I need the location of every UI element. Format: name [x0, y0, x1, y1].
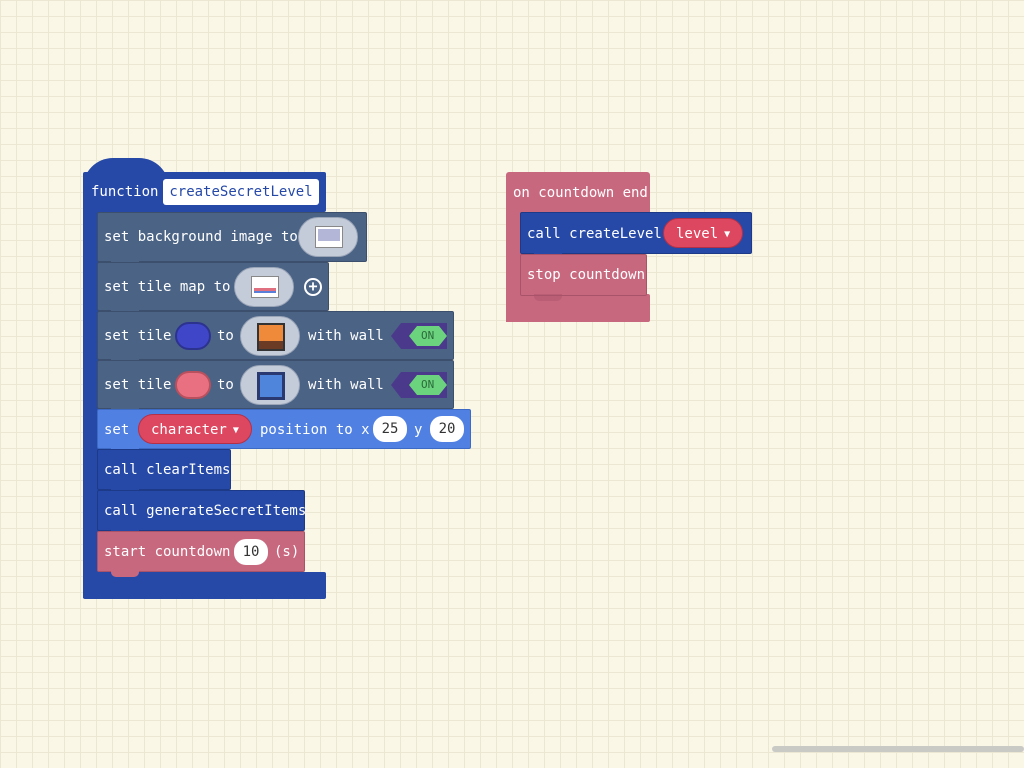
set-background-label: set background image to — [104, 229, 298, 245]
start-countdown-label: start countdown — [104, 544, 231, 560]
dropdown-caret-icon: ▼ — [724, 229, 731, 240]
set-label: set — [104, 422, 130, 438]
set-tile-pink-block[interactable]: set tile to with wall ON — [97, 360, 454, 409]
tile-color-blue[interactable] — [175, 322, 211, 350]
plus-circle-icon[interactable]: + — [304, 278, 322, 296]
function-header[interactable]: function createSecretLevel — [83, 172, 326, 212]
y-value-input[interactable]: 20 — [430, 416, 464, 442]
on-countdown-end-label: on countdown end — [513, 185, 648, 201]
wall-toggle-on[interactable]: ON — [391, 372, 447, 398]
countdown-seconds-input[interactable]: 10 — [234, 539, 268, 565]
event-header[interactable]: on countdown end — [506, 172, 650, 214]
orange-tile-image[interactable] — [240, 316, 300, 356]
set-tile-label: set tile — [104, 328, 172, 344]
function-keyword: function — [91, 184, 159, 200]
call-createLevel-label: call createLevel — [527, 226, 662, 242]
background-image-thumbnail[interactable] — [298, 217, 358, 257]
set-background-image-block[interactable]: set background image to — [97, 212, 367, 262]
function-name-field[interactable]: createSecretLevel — [163, 179, 319, 205]
seconds-unit-label: (s) — [274, 544, 300, 560]
set-tilemap-label: set tile map to — [104, 279, 231, 295]
tile-color-pink[interactable] — [175, 371, 211, 399]
call-clearItems-label: call clearItems — [104, 462, 231, 478]
set-tile-blue-block[interactable]: set tile to with wall ON — [97, 311, 454, 360]
call-clearItems-block[interactable]: call clearItems — [97, 449, 231, 490]
start-countdown-block[interactable]: start countdown 10 (s) — [97, 531, 305, 572]
with-wall-label: with wall — [308, 377, 384, 393]
function-spine — [83, 210, 99, 598]
call-generateSecretItems-block[interactable]: call generateSecretItems — [97, 490, 307, 531]
event-foot — [506, 294, 650, 322]
with-wall-label: with wall — [308, 328, 384, 344]
wall-toggle-on[interactable]: ON — [391, 323, 447, 349]
tilemap-thumbnail[interactable] — [234, 267, 294, 307]
call-createLevel-block[interactable]: call createLevel level▼ — [520, 212, 752, 254]
stop-countdown-block[interactable]: stop countdown — [520, 254, 647, 296]
set-tile-label: set tile — [104, 377, 172, 393]
stop-countdown-label: stop countdown — [527, 267, 646, 283]
x-value-input[interactable]: 25 — [373, 416, 407, 442]
y-label: y — [414, 422, 423, 438]
position-to-x-label: position to x — [260, 422, 370, 438]
set-tilemap-block[interactable]: set tile map to + — [97, 262, 329, 311]
character-variable-dropdown[interactable]: character▼ — [138, 414, 252, 444]
call-generateSecretItems-label: call generateSecretItems — [104, 503, 307, 519]
set-position-block[interactable]: set character▼ position to x 25 y 20 — [97, 409, 471, 449]
connector-notch — [534, 294, 562, 301]
workspace-horizontal-scrollbar[interactable] — [772, 746, 1024, 752]
to-label: to — [217, 328, 234, 344]
level-variable-dropdown[interactable]: level▼ — [663, 218, 744, 248]
dropdown-caret-icon: ▼ — [232, 425, 239, 436]
blue-tile-image[interactable] — [240, 365, 300, 405]
connector-notch — [111, 570, 139, 577]
to-label: to — [217, 377, 234, 393]
